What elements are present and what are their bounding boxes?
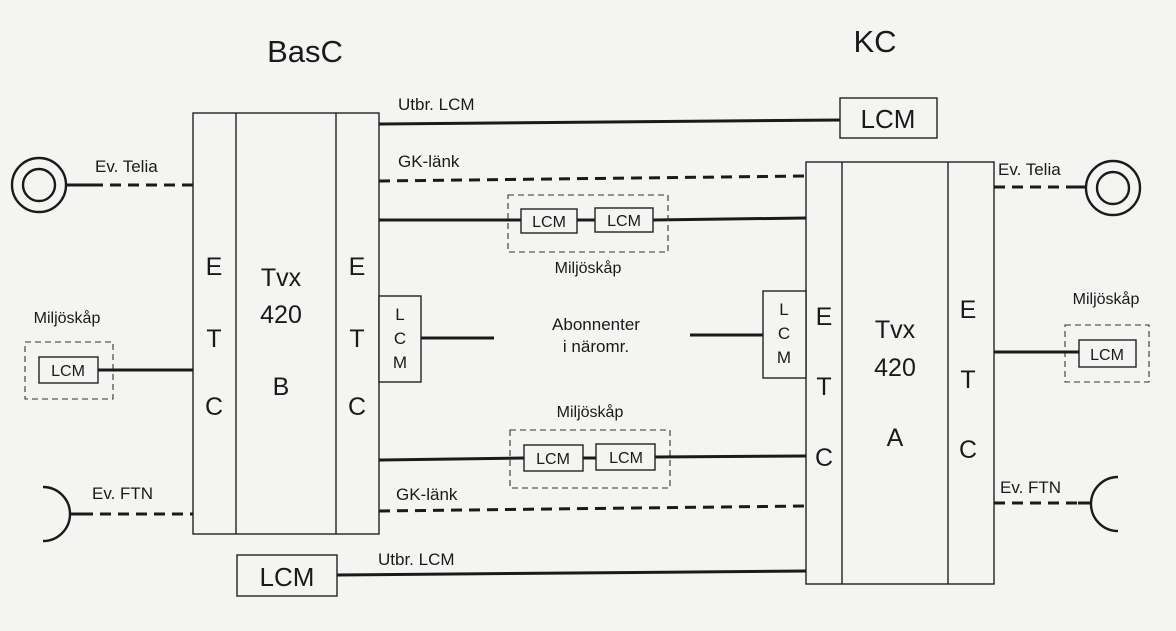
right-cabinet-lcm: [1078, 339, 1137, 368]
right-local-lcm-m: M: [777, 348, 791, 367]
top-cabinet-label: Miljöskåp: [555, 259, 622, 277]
left-exchange: E T C Tvx 420 B E T C L C M: [192, 112, 422, 535]
bottom-cabinet-label: Miljöskåp: [557, 403, 624, 421]
top-remote-lcm-label: LCM: [861, 104, 916, 134]
top-gk-link-label: GK-länk: [398, 152, 460, 171]
top-cabinet-line-right: [652, 216, 807, 222]
right-telia-label: Ev. Telia: [998, 160, 1061, 179]
top-gk-link-line: [378, 174, 807, 183]
left-ftn-icon: [42, 485, 72, 543]
right-ftn-icon: [1089, 475, 1119, 533]
left-etc-inner-t: T: [349, 325, 364, 353]
site-title-left: BasC: [267, 34, 343, 69]
left-cabinet-label: Miljöskåp: [34, 309, 101, 327]
bottom-remote-lcm-label: LCM: [260, 562, 315, 592]
right-exchange-id: A: [887, 424, 904, 452]
bottom-cabinet-line-right: [654, 454, 807, 459]
left-etc-inner-e: E: [349, 253, 366, 281]
bottom-cabinet-lcm-2-label: LCM: [609, 450, 643, 467]
site-title-right: KC: [853, 24, 896, 59]
left-cabinet: [24, 341, 114, 400]
bottom-cabinet-lcm-1-label: LCM: [536, 451, 570, 468]
right-etc-inner-c: C: [815, 444, 833, 472]
top-cabinet-lcm-2: [594, 207, 654, 233]
right-ftn-label: Ev. FTN: [1000, 478, 1061, 497]
left-exchange-name-line2: 420: [260, 301, 302, 329]
left-local-lcm-m: M: [393, 353, 407, 372]
right-etc-outer-e: E: [960, 296, 977, 324]
left-telia-icon: [10, 156, 68, 214]
right-exchange-name-line1: Tvx: [875, 316, 916, 344]
top-cabinet-lcm-1-label: LCM: [532, 214, 566, 231]
bottom-gk-link-line: [378, 504, 807, 513]
left-cabinet-lcm-label: LCM: [51, 363, 85, 380]
right-etc-inner-e: E: [816, 303, 833, 331]
right-cabinet-lcm-label: LCM: [1090, 347, 1124, 364]
subscribers-label-line2: i näromr.: [563, 337, 629, 356]
right-etc-outer-c: C: [959, 436, 977, 464]
right-cabinet-label: Miljöskåp: [1073, 290, 1140, 308]
bottom-utbr-lcm-label: Utbr. LCM: [378, 550, 455, 569]
top-utbr-lcm-line: [378, 118, 841, 126]
left-etc-inner-c: C: [348, 393, 366, 421]
top-cabinet: [507, 194, 669, 253]
top-cabinet-lcm-2-label: LCM: [607, 213, 641, 230]
top-remote-lcm: [839, 97, 938, 139]
bottom-cabinet-line-left: [378, 456, 525, 462]
right-exchange: E T C Tvx 420 A E T C L C M: [762, 161, 995, 585]
left-local-lcm: [378, 295, 422, 383]
left-etc-outer-c: C: [205, 393, 223, 421]
subscribers-label-line1: Abonnenter: [552, 315, 640, 334]
left-exchange-name-line1: Tvx: [261, 264, 302, 292]
left-etc-outer-t: T: [206, 325, 221, 353]
bottom-cabinet: [509, 429, 671, 489]
left-telia-label: Ev. Telia: [95, 157, 158, 176]
right-telia-icon: [1084, 159, 1142, 217]
left-local-lcm-c: C: [394, 329, 406, 348]
left-ftn-label: Ev. FTN: [92, 484, 153, 503]
left-etc-outer-e: E: [206, 253, 223, 281]
right-etc-inner-t: T: [816, 373, 831, 401]
bottom-cabinet-lcm-2: [595, 443, 656, 471]
top-utbr-lcm-label: Utbr. LCM: [398, 95, 475, 114]
bottom-utbr-lcm-line: [336, 569, 807, 577]
right-local-lcm-c: C: [778, 324, 790, 343]
bottom-remote-lcm: [236, 554, 338, 597]
right-local-lcm-l: L: [779, 300, 788, 319]
right-exchange-name-line2: 420: [874, 354, 916, 382]
left-local-lcm-l: L: [395, 305, 404, 324]
right-etc-outer-t: T: [960, 366, 975, 394]
bottom-gk-link-label: GK-länk: [396, 485, 458, 504]
top-cabinet-lcm-1: [520, 208, 578, 234]
left-exchange-frame: [192, 112, 380, 535]
left-exchange-id: B: [273, 373, 290, 401]
